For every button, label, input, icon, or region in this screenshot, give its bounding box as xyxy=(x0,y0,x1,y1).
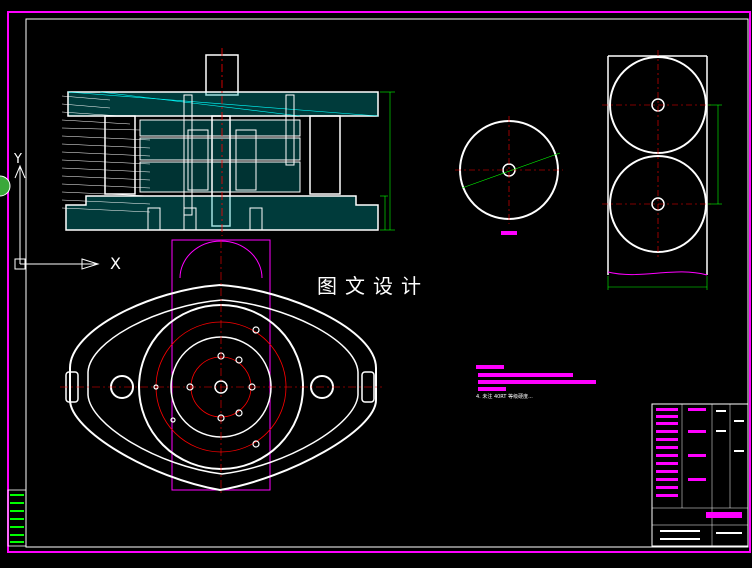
strip-layout xyxy=(602,50,722,290)
ucs-axis-icon xyxy=(14,164,100,270)
technical-notes xyxy=(476,365,596,391)
watermark-text: 图文设计 xyxy=(317,274,429,298)
ucs-y-label: Y xyxy=(14,152,22,167)
inner-border xyxy=(25,18,749,548)
side-tab-icon[interactable] xyxy=(0,175,11,197)
outer-border xyxy=(7,11,751,553)
plan-view xyxy=(60,239,382,495)
revision-table xyxy=(7,489,27,547)
title-block xyxy=(651,403,749,547)
ucs-x-label: X xyxy=(110,254,121,273)
part-view xyxy=(455,116,563,235)
technical-note-4: 4. 未注 40RT 等级硬度... xyxy=(476,394,533,400)
section-view xyxy=(61,48,395,236)
